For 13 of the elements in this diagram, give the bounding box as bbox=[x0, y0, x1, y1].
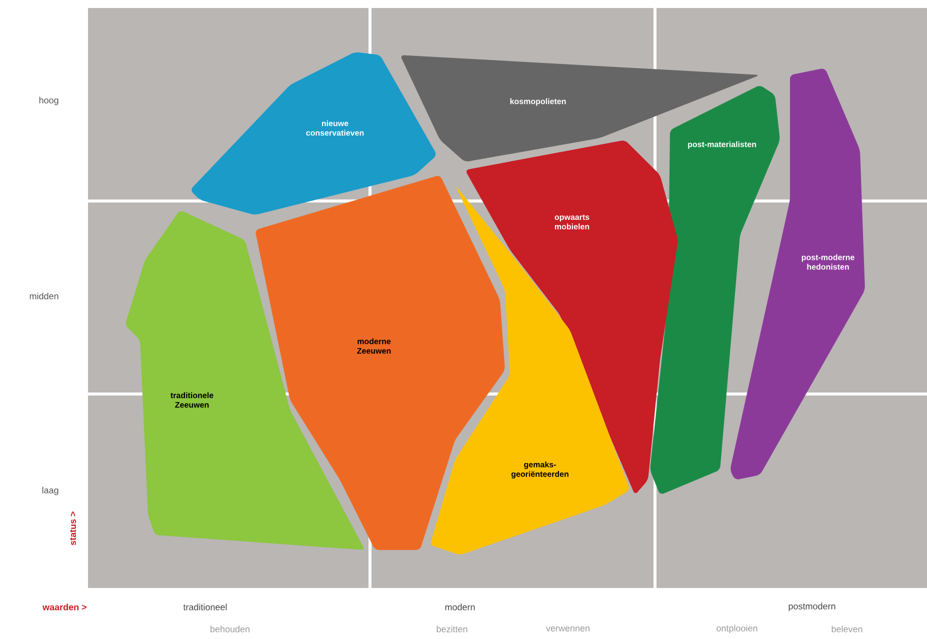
column-subheading: behouden bbox=[210, 626, 250, 632]
column-subheading: bezitten bbox=[436, 626, 468, 632]
axis-title: waarden > bbox=[42, 604, 86, 610]
column-subheading: verwennen bbox=[546, 626, 590, 632]
column-subheading: ontplooien bbox=[716, 624, 758, 634]
row-label: laag bbox=[42, 486, 58, 496]
row-label: midden bbox=[30, 292, 58, 300]
column-heading: modern bbox=[445, 604, 475, 610]
column-heading: traditioneel bbox=[183, 604, 227, 610]
axis-title: status > bbox=[70, 512, 76, 546]
column-subheading: beleven bbox=[832, 626, 862, 632]
row-label: hoog bbox=[39, 96, 58, 106]
column-heading: postmodern bbox=[788, 602, 836, 612]
